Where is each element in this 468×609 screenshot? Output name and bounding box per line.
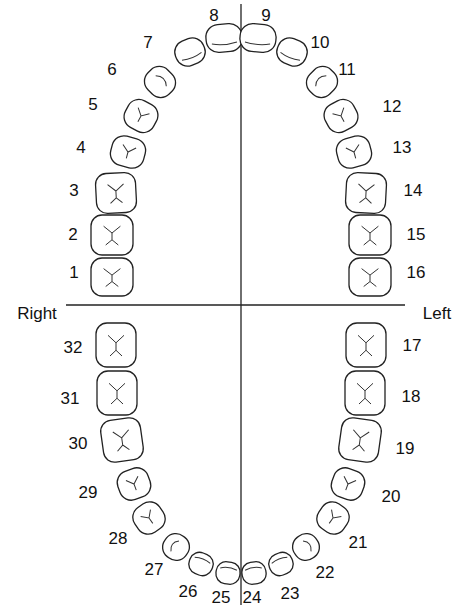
tooth-outline: [241, 560, 268, 585]
side-label: Right: [17, 305, 57, 322]
tooth-outline: [288, 529, 324, 565]
tooth-outline: [186, 549, 216, 578]
callout-number: 32: [64, 339, 83, 356]
side-label: Left: [423, 305, 451, 322]
tooth-outline: [108, 133, 149, 171]
callout-number: 6: [107, 61, 116, 78]
tooth-outline: [96, 323, 136, 367]
callout-number: 8: [209, 7, 218, 24]
callout-number: 29: [79, 484, 98, 501]
tooth-outline: [301, 61, 342, 102]
tooth-outline: [266, 549, 296, 578]
callout-number: 11: [338, 61, 356, 78]
tooth-outline: [349, 258, 391, 296]
callout-number: 31: [61, 390, 80, 407]
callout-number: 19: [396, 440, 415, 457]
callout-number: 25: [212, 589, 231, 606]
callout-number: 18: [402, 388, 421, 405]
callout-number: 24: [243, 589, 262, 606]
tooth-outline: [345, 371, 385, 415]
tooth-outline: [139, 61, 180, 102]
occlusal-line: [66, 304, 405, 305]
callout-number: 7: [143, 34, 152, 51]
callout-number: 17: [403, 337, 422, 354]
callout-number: 10: [311, 34, 330, 51]
callout-number: 13: [393, 139, 412, 156]
tooth-outline: [337, 416, 382, 463]
callout-number: 1: [69, 264, 78, 281]
callout-number: 21: [349, 534, 368, 551]
tooth-outline: [334, 133, 375, 171]
tooth-outline: [349, 215, 391, 255]
callout-number: 30: [69, 435, 88, 452]
tooth-outline: [273, 34, 311, 69]
teeth-group: [91, 22, 391, 585]
tooth-outline: [91, 215, 133, 255]
tooth-outline: [345, 172, 387, 214]
tooth-outline: [120, 95, 162, 137]
callout-number: 14: [404, 182, 423, 199]
callout-number: 9: [261, 7, 270, 24]
callout-number: 15: [407, 226, 426, 243]
tooth-outline: [95, 172, 137, 214]
tooth-outline: [114, 464, 154, 503]
callout-number: 12: [383, 98, 402, 115]
tooth-outline: [99, 416, 144, 463]
callout-number: 26: [179, 583, 198, 600]
tooth-outline: [239, 22, 277, 53]
tooth-outline: [328, 464, 368, 503]
callout-number: 23: [281, 585, 300, 602]
tooth-outline: [346, 323, 386, 367]
tooth-outline: [128, 497, 170, 539]
tooth-outline: [215, 560, 242, 585]
tooth-outline: [320, 95, 362, 137]
callout-number: 28: [109, 530, 128, 547]
callout-number: 20: [382, 488, 401, 505]
callout-number: 16: [407, 264, 426, 281]
callout-number: 22: [316, 564, 335, 581]
tooth-outline: [91, 258, 133, 296]
tooth-outline: [97, 371, 137, 415]
callout-number: 5: [88, 96, 97, 113]
callout-number: 2: [68, 226, 77, 243]
callout-number: 3: [69, 182, 78, 199]
callout-number: 4: [76, 139, 85, 156]
tooth-outline: [171, 34, 209, 69]
callout-number: 27: [145, 561, 164, 578]
tooth-outline: [205, 22, 243, 53]
tooth-outline: [312, 497, 354, 539]
